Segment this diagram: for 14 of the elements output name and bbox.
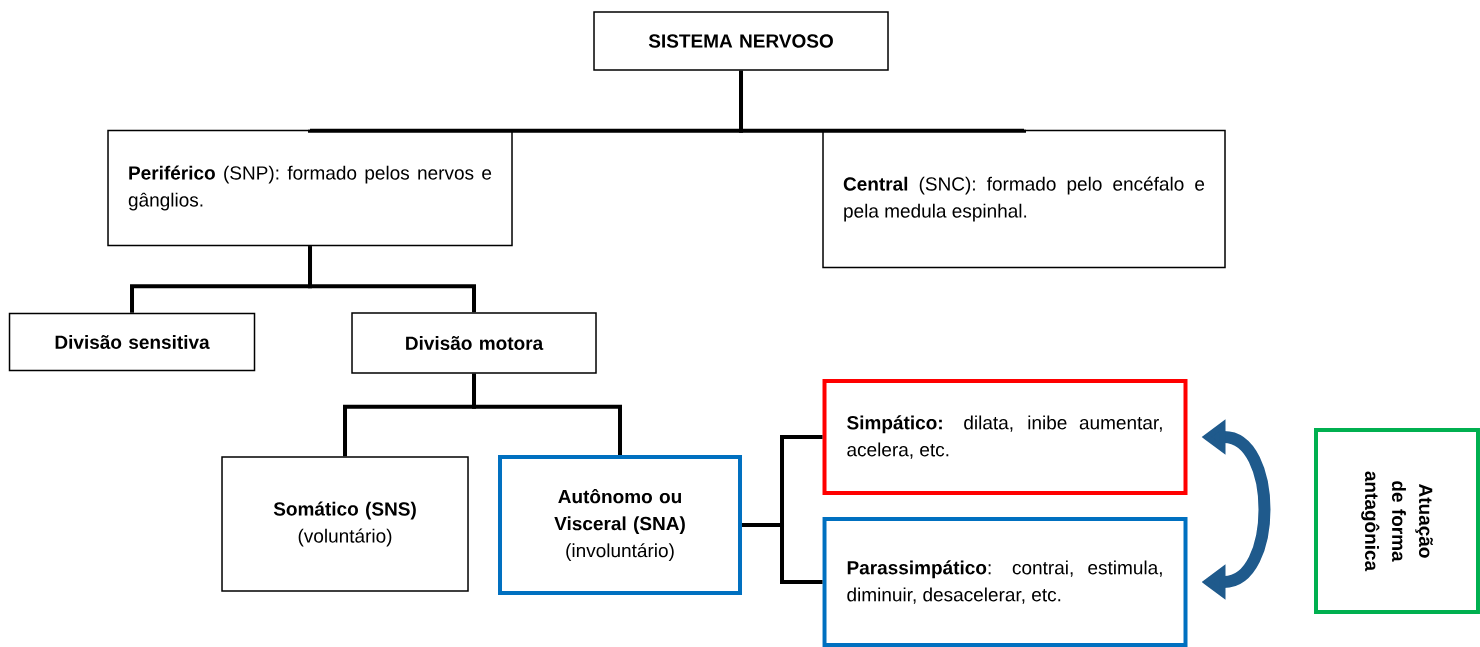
connector-line	[308, 246, 476, 313]
note-box: Atuação de forma antagônica	[1314, 428, 1480, 614]
connector-line	[472, 373, 622, 455]
title-box: SISTEMA NERVOSO	[593, 11, 889, 71]
process-box: Divisão motora	[351, 312, 597, 374]
process-box: Simpático: dilata, inibe aumentar, acelera, etc.	[822, 379, 1188, 495]
connector-line	[739, 70, 1026, 133]
process-box: Central (SNC): formado pelo encéfalo e pela medula espinhal.	[822, 129, 1226, 269]
process-box: Periférico (SNP): formado pelos nervos e gânglios.	[107, 129, 513, 247]
process-box: Somático (SNS) (voluntário)	[221, 456, 469, 592]
process-box: Autônomo ou Visceral (SNA) (involuntário)	[498, 455, 742, 595]
connector-line	[742, 523, 823, 584]
process-box: Parassimpático: contrai, estimula, diminuir, desacelerar, etc.	[822, 517, 1188, 647]
process-box: Divisão sensitiva	[8, 312, 256, 372]
